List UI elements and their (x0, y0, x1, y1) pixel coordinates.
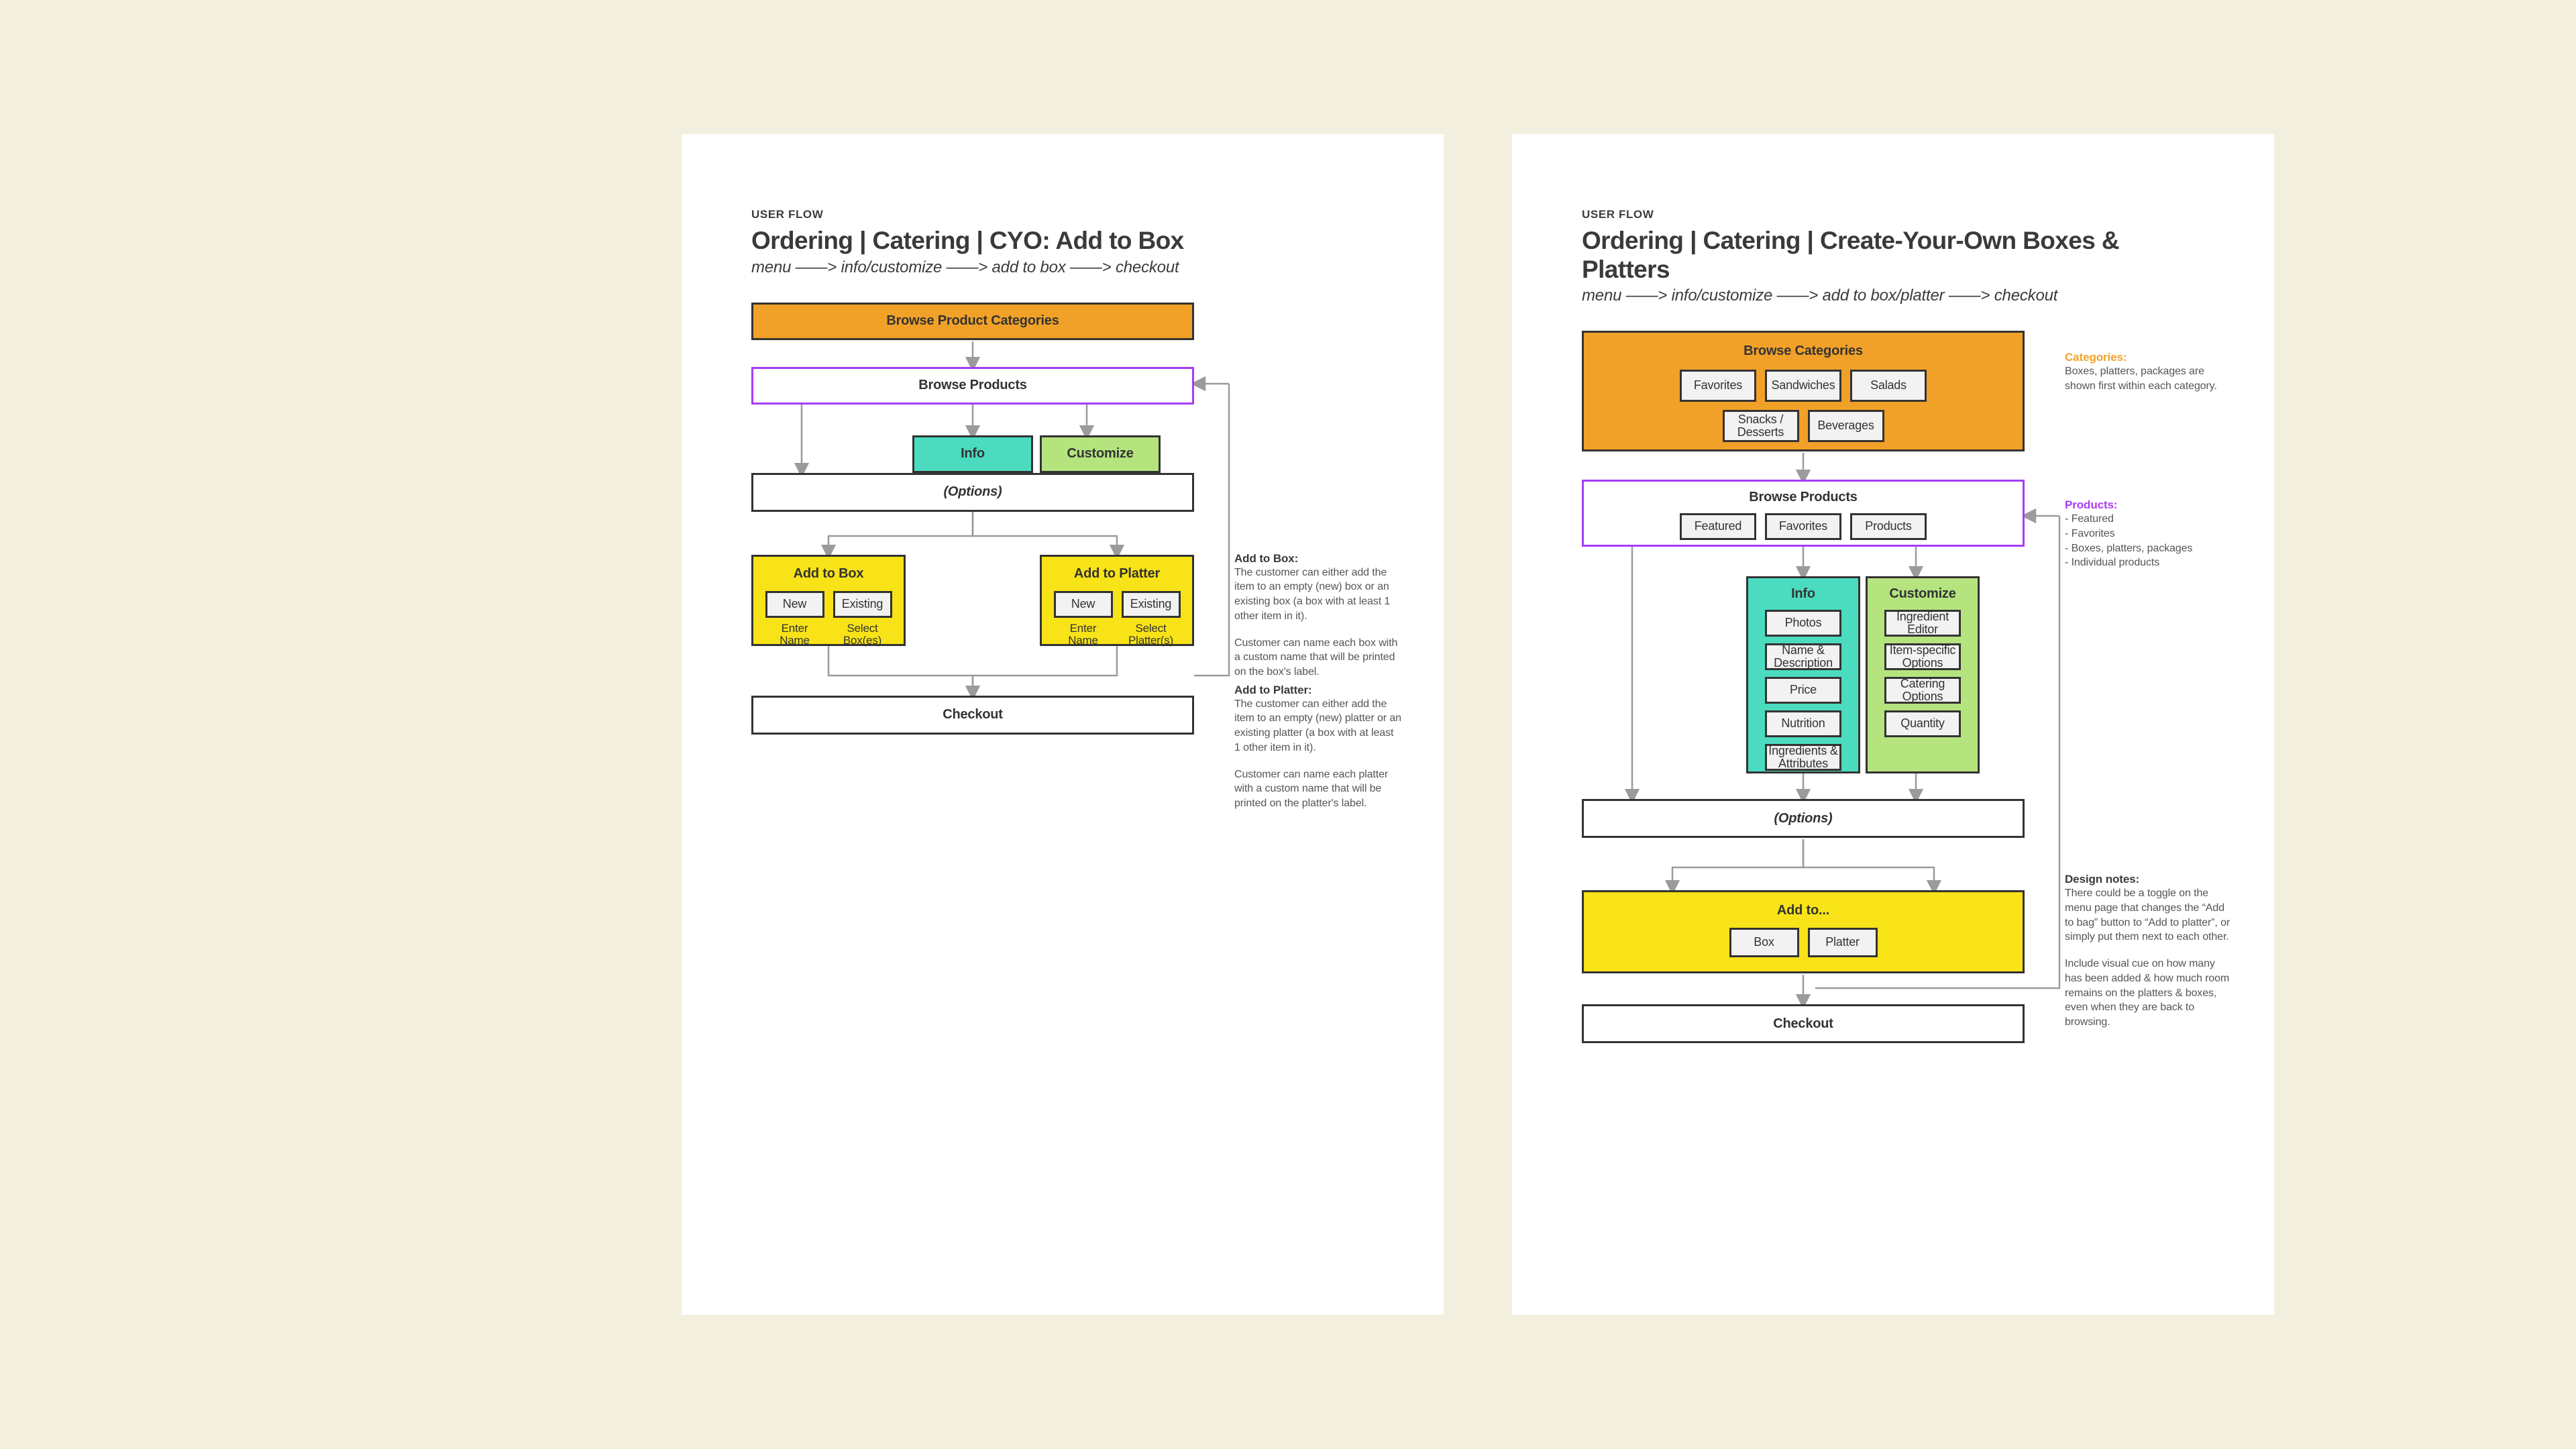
right-edges (1624, 453, 2061, 1010)
node-label: Browse Products (918, 378, 1027, 393)
annotation-paragraph: Boxes, platters, packages are shown firs… (2065, 366, 2217, 392)
annotation-design-notes: Design notes: There could be a toggle on… (2065, 873, 2233, 1042)
node-label: (Options) (943, 484, 1002, 500)
chip-add-to-platter[interactable]: Platter (1807, 928, 1878, 958)
node-checkout[interactable]: Checkout (1582, 1004, 2025, 1044)
node-label: Customize (1889, 586, 1956, 602)
node-label: Browse Product Categories (886, 313, 1059, 329)
node-info[interactable]: Info (912, 435, 1033, 473)
chip-existing-platter[interactable]: Existing (1121, 590, 1181, 618)
node-add-to-platter[interactable]: Add to Platter New Existing Enter Name S… (1040, 554, 1194, 647)
chip-product-products[interactable]: Products (1850, 513, 1927, 541)
right-page-title: Ordering | Catering | Create-Your-Own Bo… (1582, 227, 2120, 283)
right-eyebrow: USER FLOW (1582, 208, 1654, 221)
sublabel-select-boxes: Select Box(es) (843, 621, 882, 647)
annotation-heading: Add to Box: (1234, 551, 1299, 565)
node-label: Checkout (943, 707, 1003, 722)
node-add-to[interactable]: Add to... Box Platter (1582, 890, 2025, 974)
chip-product-favorites[interactable]: Favorites (1765, 513, 1841, 541)
node-label: Add to Box (793, 566, 864, 581)
sublabel-enter-name-platter: Enter Name (1068, 621, 1098, 647)
annotation-paragraph: The customer can either add the item to … (1234, 698, 1401, 753)
annotation-heading: Add to Platter: (1234, 683, 1312, 696)
left-user-flow: USER FLOW Ordering | Catering | CYO: Add… (751, 208, 1401, 866)
annotation-heading: Products: (2065, 498, 2118, 512)
node-checkout[interactable]: Checkout (751, 695, 1194, 735)
chip-customize-catering-options[interactable]: Catering Options (1884, 677, 1961, 704)
right-user-flow: USER FLOW Ordering | Catering | Create-Y… (1582, 208, 2230, 1256)
list-item: - Individual products (2065, 557, 2160, 569)
node-browse-products[interactable]: Browse Products (751, 366, 1194, 405)
left-eyebrow: USER FLOW (751, 208, 824, 221)
annotation-add-to-box: Add to Box: The customer can either add … (1234, 552, 1402, 692)
chip-info-ingredients-attributes[interactable]: Ingredients & Attributes (1765, 744, 1841, 771)
node-label: Info (1791, 586, 1815, 602)
annotation-paragraph: Customer can name each platter with a cu… (1234, 768, 1389, 810)
node-browse-product-categories[interactable]: Browse Product Categories (751, 302, 1194, 340)
chip-product-featured[interactable]: Featured (1680, 513, 1756, 541)
annotation-heading: Categories: (2065, 351, 2127, 364)
chip-customize-ingredient-editor[interactable]: Ingredient Editor (1884, 610, 1961, 637)
sublabel-select-platters: Select Platter(s) (1128, 621, 1173, 647)
sublabel-enter-name-box: Enter Name (780, 621, 810, 647)
right-diagram-canvas: Browse Categories Favorites Sandwiches S… (1582, 331, 2230, 1256)
node-customize[interactable]: Customize Ingredient Editor Item-specifi… (1866, 576, 1980, 774)
chip-info-photos[interactable]: Photos (1765, 610, 1841, 637)
node-info[interactable]: Info Photos Name & Description Price Nut… (1746, 576, 1860, 774)
chip-new-box[interactable]: New (765, 590, 824, 618)
node-browse-categories[interactable]: Browse Categories Favorites Sandwiches S… (1582, 331, 2025, 452)
node-label: Add to Platter (1073, 566, 1161, 581)
annotation-categories: Categories: Boxes, platters, packages ar… (2065, 351, 2233, 394)
node-label: Checkout (1773, 1016, 1833, 1031)
annotation-paragraph: Customer can name each box with a custom… (1234, 637, 1398, 678)
chip-category-snacks-desserts[interactable]: Snacks / Desserts (1722, 410, 1799, 443)
node-label: Customize (1067, 446, 1134, 462)
annotation-paragraph: The customer can either add the item to … (1234, 566, 1391, 622)
node-label: Browse Products (1749, 490, 1858, 505)
chip-customize-quantity[interactable]: Quantity (1884, 710, 1961, 738)
chip-info-price[interactable]: Price (1765, 677, 1841, 704)
node-browse-products[interactable]: Browse Products Featured Favorites Produ… (1582, 480, 2025, 547)
annotation-paragraph: There could be a toggle on the menu page… (2065, 888, 2231, 943)
node-customize[interactable]: Customize (1040, 435, 1161, 473)
chip-new-platter[interactable]: New (1053, 590, 1113, 618)
annotation-paragraph: Include visual cue on how many has been … (2065, 958, 2230, 1028)
node-label: Add to... (1776, 903, 1830, 918)
chip-category-salads[interactable]: Salads (1850, 370, 1927, 402)
annotation-products: Products: - Featured - Favorites - Boxes… (2065, 498, 2233, 570)
chip-customize-item-specific-options[interactable]: Item-specific Options (1884, 643, 1961, 671)
left-diagram-canvas: Browse Product Categories Browse Product… (751, 302, 1401, 866)
list-item: - Boxes, platters, packages (2065, 542, 2193, 554)
right-breadcrumb: menu ——> info/customize ——> add to box/p… (1582, 286, 2058, 305)
annotation-list: - Featured - Favorites - Boxes, platters… (2065, 512, 2233, 570)
chip-category-favorites[interactable]: Favorites (1680, 370, 1756, 402)
node-options[interactable]: (Options) (1582, 799, 2025, 839)
chip-info-name-description[interactable]: Name & Description (1765, 643, 1841, 671)
chip-category-sandwiches[interactable]: Sandwiches (1765, 370, 1841, 402)
node-label: (Options) (1774, 810, 1833, 826)
node-options[interactable]: (Options) (751, 472, 1194, 512)
node-add-to-box[interactable]: Add to Box New Existing Enter Name Selec… (751, 554, 906, 647)
list-item: - Favorites (2065, 527, 2115, 539)
left-page-title: Ordering | Catering | CYO: Add to Box (751, 227, 1184, 254)
annotation-add-to-platter: Add to Platter: The customer can either … (1234, 684, 1402, 823)
list-item: - Featured (2065, 513, 2114, 525)
chip-category-beverages[interactable]: Beverages (1807, 410, 1884, 443)
chip-existing-box[interactable]: Existing (833, 590, 892, 618)
node-label: Browse Categories (1743, 343, 1863, 359)
chip-info-nutrition[interactable]: Nutrition (1765, 710, 1841, 738)
left-breadcrumb: menu ——> info/customize ——> add to box —… (751, 258, 1179, 276)
chip-add-to-box[interactable]: Box (1729, 928, 1799, 958)
node-label: Info (961, 446, 985, 462)
annotation-heading: Design notes: (2065, 873, 2140, 886)
